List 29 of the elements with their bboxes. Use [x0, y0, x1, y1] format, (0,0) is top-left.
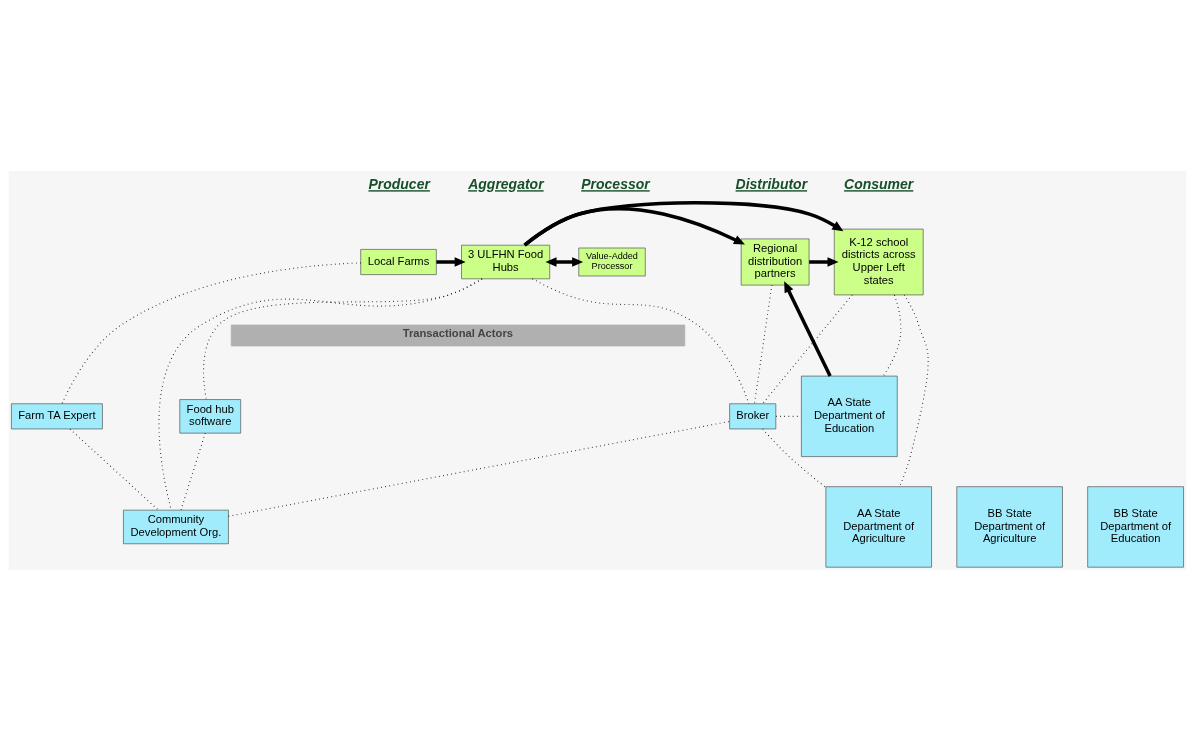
- label: Distributor: [735, 176, 808, 193]
- node-box: BB State Department of Education: [1087, 486, 1184, 568]
- connector: [61, 262, 362, 405]
- node-box: Value-Added Processor: [578, 247, 646, 277]
- node-box: BB State Department of Agriculture: [956, 486, 1063, 568]
- arrow: [784, 281, 832, 377]
- node-box: Regional distribution partners: [740, 238, 810, 286]
- node-box: 3 ULFHN Food Hubs: [461, 244, 551, 280]
- label: Transactional Actors: [402, 327, 513, 340]
- arrow: [545, 257, 584, 267]
- node-box: AA State Department of Education: [801, 375, 898, 457]
- label: Producer: [368, 176, 430, 193]
- node-box: Farm TA Expert: [11, 403, 103, 430]
- connector: [898, 294, 929, 488]
- label: Aggregator: [468, 176, 544, 193]
- label: Processor: [581, 176, 650, 193]
- node-box: Community Development Org.: [123, 509, 229, 545]
- node-box: Broker: [729, 403, 777, 430]
- arrow: [436, 257, 466, 267]
- connector: [180, 432, 206, 511]
- arrow: [523, 201, 844, 247]
- connector: [158, 278, 483, 511]
- node-box: K-12 school districts across Upper Left states: [833, 228, 924, 296]
- connector: [762, 428, 827, 488]
- node-box: Food hub software: [179, 399, 241, 434]
- label: Consumer: [844, 176, 914, 193]
- arrow: [809, 257, 839, 267]
- node-box: Local Farms: [360, 249, 437, 275]
- node-box: AA State Department of Agriculture: [825, 486, 932, 568]
